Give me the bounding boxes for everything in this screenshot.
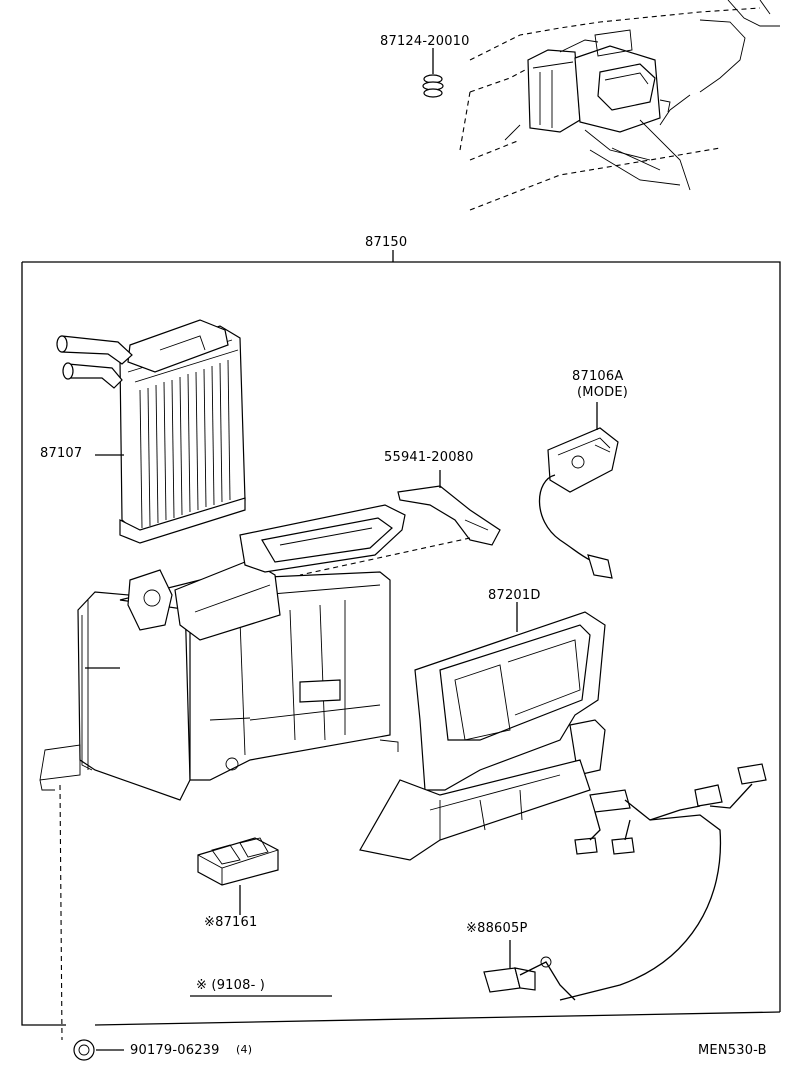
heater-unit-case-drawing: [39, 504, 406, 801]
dashboard-location-illustration: [459, 0, 780, 211]
label-87161: ※87161: [204, 915, 258, 930]
resistor-87161-drawing: [197, 837, 279, 915]
wire-harness-88605p-drawing: [483, 763, 767, 1001]
heater-core-87107-drawing: [56, 319, 246, 544]
mode-actuator-87106a-drawing: [538, 402, 619, 579]
label-88605p: ※88605P: [466, 921, 528, 936]
label-87106a: 87106A: [572, 369, 624, 384]
label-date-note: ※ (9108- ): [196, 978, 266, 993]
bolt-90179-drawing: [59, 784, 124, 1061]
diagram-code: MEN530-B: [698, 1043, 767, 1058]
clip-87124-drawing: [422, 48, 444, 98]
duct-housing-87201d-drawing: [359, 602, 606, 861]
assembly-bracket-87150: [21, 250, 781, 1026]
duct-55941-drawing: [299, 470, 501, 576]
label-55941-20080: 55941-20080: [384, 450, 474, 465]
label-87201d: 87201D: [488, 588, 541, 603]
label-87150: 87150: [365, 235, 408, 250]
label-87107: 87107: [40, 446, 83, 461]
label-87106a-mode: (MODE): [577, 385, 629, 400]
label-90179-06239: 90179-06239: [130, 1043, 220, 1058]
label-90179-qty: (4): [236, 1043, 253, 1056]
label-87124-20010: 87124-20010: [380, 34, 470, 49]
